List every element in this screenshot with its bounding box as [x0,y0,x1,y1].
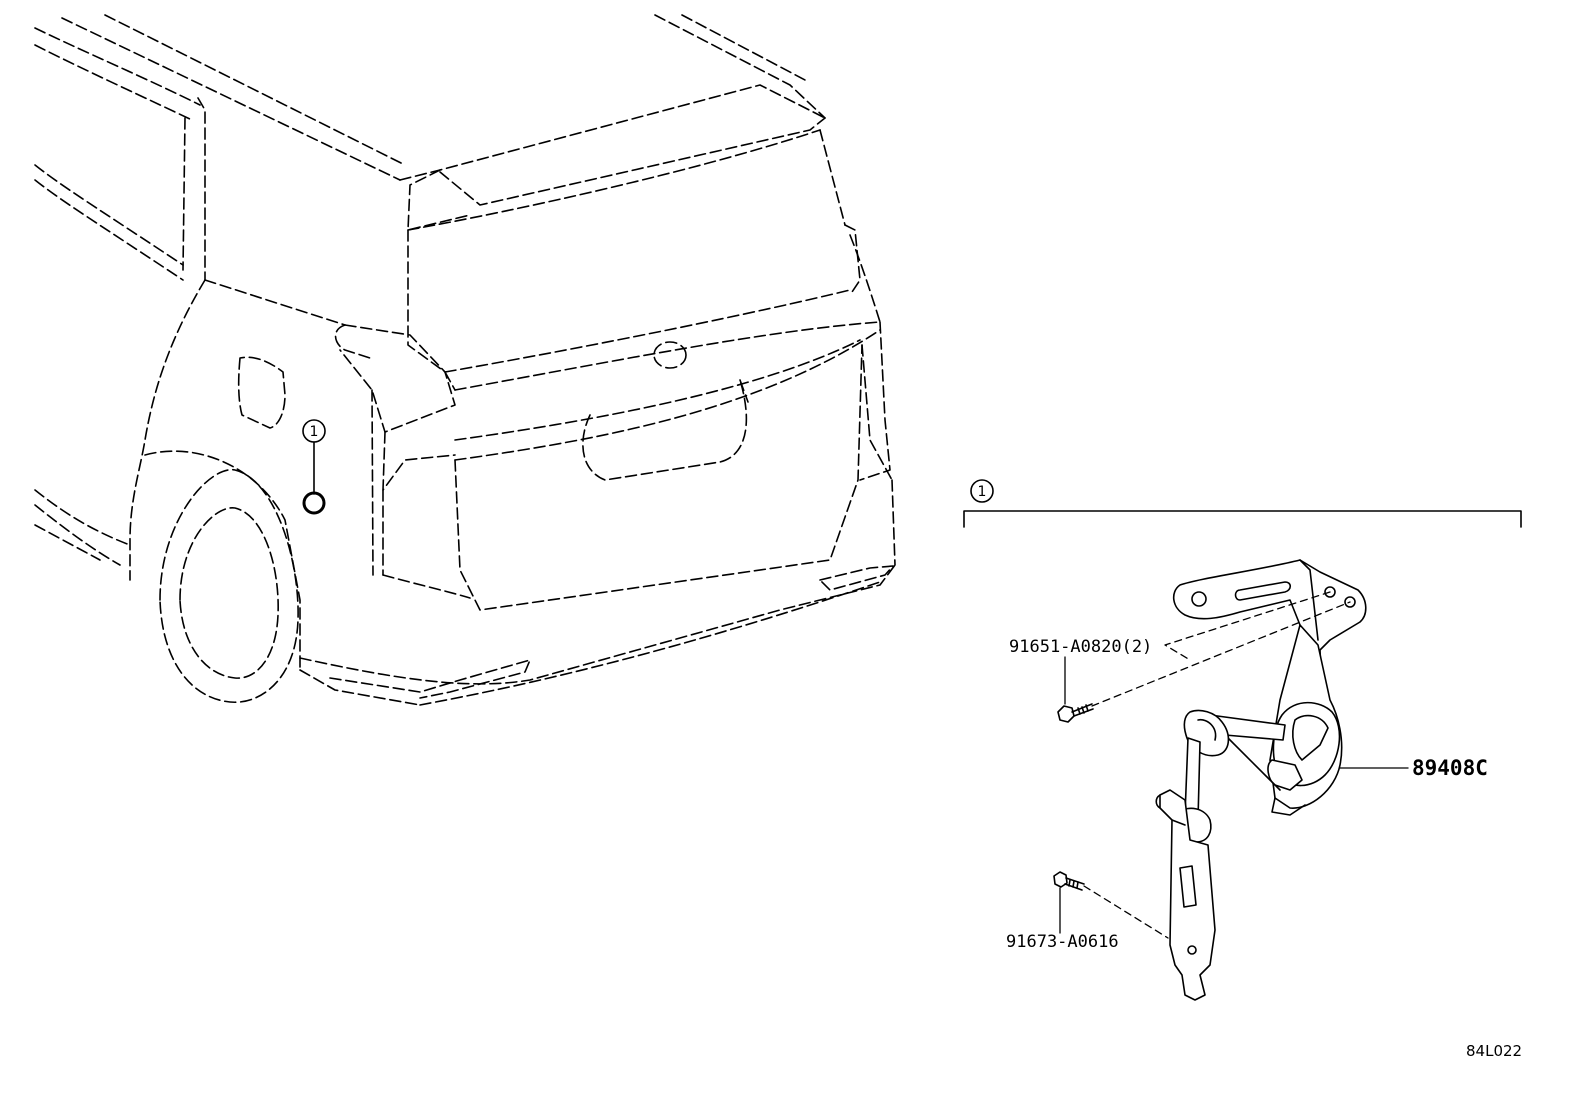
part-label-bolt-top: 91651-A0820(2) [1009,637,1152,657]
sensor-location-marker [302,491,326,515]
part-label-bolt-bottom: 91673-A0616 [1006,932,1119,952]
vehicle-callout-number: 1 [310,424,319,440]
bolt-bottom [1053,871,1085,891]
part-label-sensor: 89408C [1412,756,1488,780]
assembly-bracket: 1 [963,479,1522,528]
vehicle-outline [34,14,896,706]
diagram-reference-code: 84L022 [1466,1042,1522,1060]
leader-lines [1059,591,1409,939]
height-sensor-assembly [1155,559,1367,1001]
assembly-callout-number: 1 [978,484,987,500]
bolt-top [1057,703,1094,723]
vehicle-callout: 1 [302,419,326,515]
